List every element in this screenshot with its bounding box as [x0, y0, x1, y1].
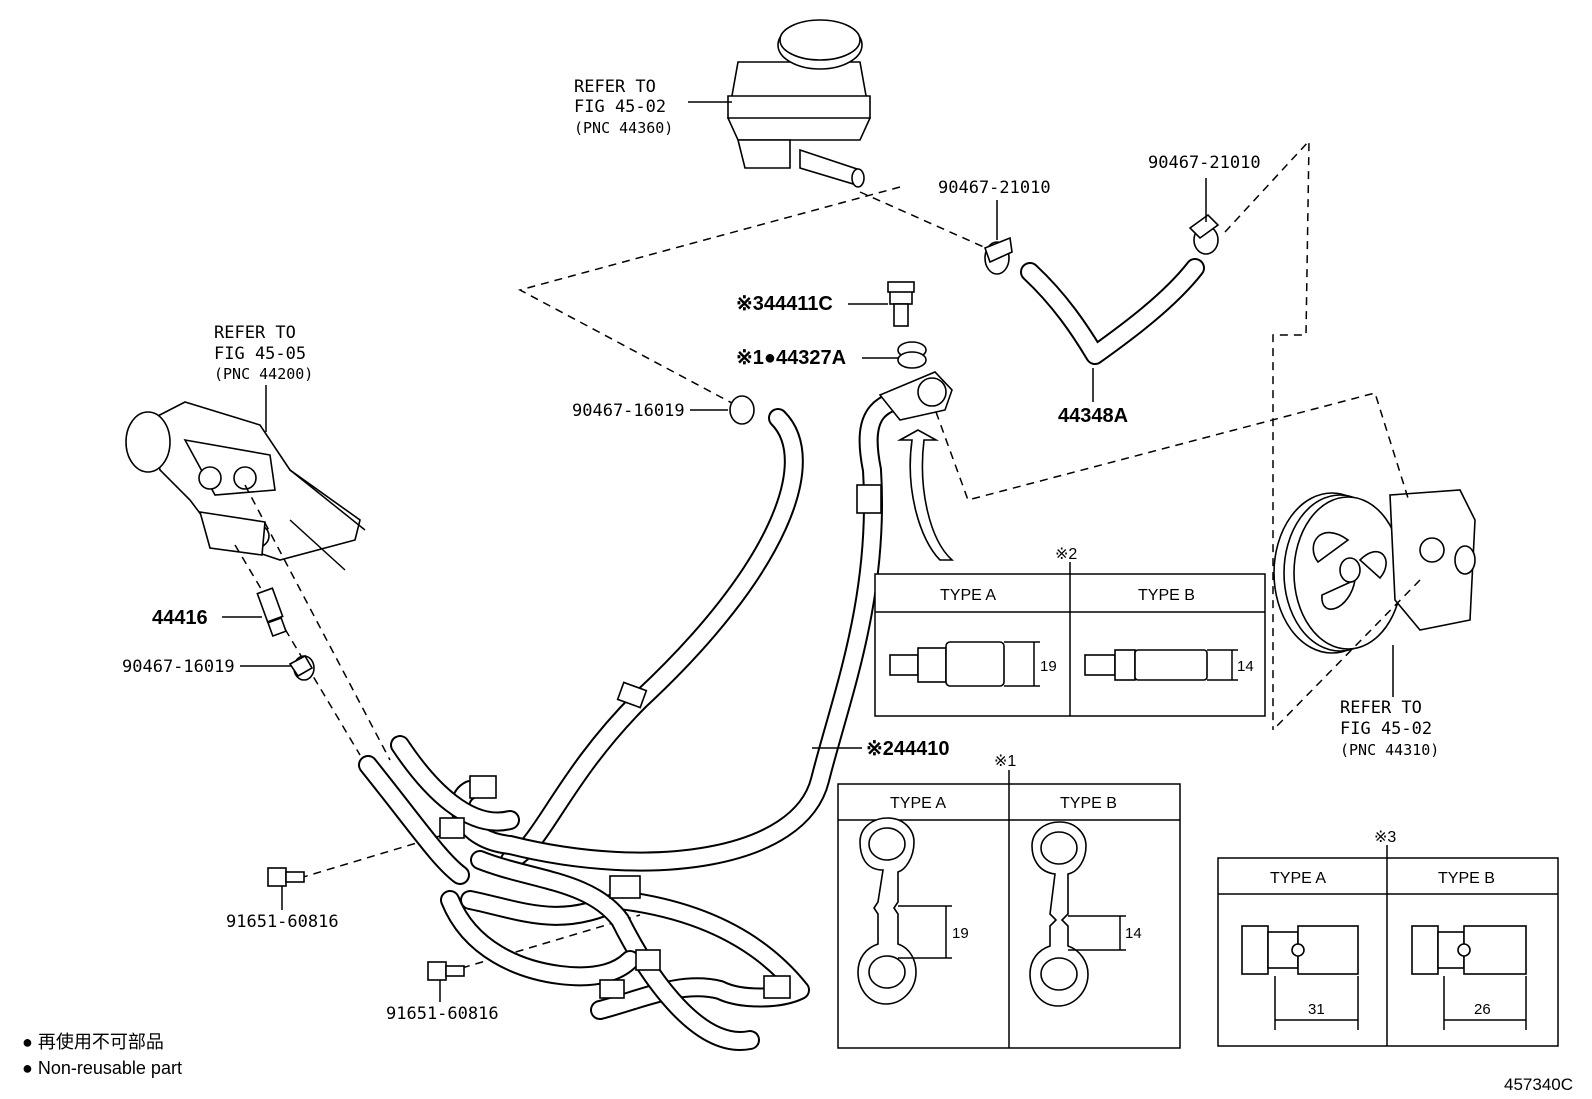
table-note3-mark: ※3 [1374, 829, 1396, 846]
gear-reference: REFER TO FIG 45-05 (PNC 44200) [214, 323, 313, 383]
label-clip-90467-21010-right: 90467-21010 [1148, 153, 1261, 173]
table-note3-type-a: TYPE A [1270, 870, 1326, 887]
table-note2-dim-b: 14 [1237, 658, 1254, 675]
leader-lines [222, 178, 1207, 1002]
label-tube-44410: ※244410 [866, 738, 950, 760]
bolt-91651-60816-upper [267, 867, 305, 887]
supply-hose-upper [500, 408, 804, 870]
label-clip-90467-16019-bottom: 90467-16019 [122, 657, 235, 677]
gasket-44327a [897, 341, 927, 369]
bolt-91651-60816-lower [427, 961, 465, 981]
table-note2-mark: ※2 [1055, 546, 1077, 563]
label-bolt-91651-60816-lower: 91651-60816 [386, 1004, 499, 1024]
reservoir-ref-line2: FIG 45-02 [574, 97, 666, 117]
clip-90467-16019-top [729, 395, 755, 425]
label-gasket-44327a: ※1●44327A [736, 347, 846, 369]
gear-ref-line2: FIG 45-05 [214, 344, 306, 364]
label-hose-44348a: 44348A [1058, 405, 1128, 427]
steering-gear [125, 401, 366, 571]
gear-ref-line3: (PNC 44200) [214, 365, 313, 383]
label-clip-90467-16019-top: 90467-16019 [572, 401, 685, 421]
reservoir-ref-line1: REFER TO [574, 77, 656, 97]
table-note3-dim-a: 31 [1308, 1001, 1325, 1018]
figure-code: 457340C [1504, 1075, 1573, 1094]
table-note1-type-a: TYPE A [890, 795, 946, 812]
assembly-lines [234, 139, 1421, 969]
pump-ref-line1: REFER TO [1340, 698, 1422, 718]
reservoir-tank [727, 19, 871, 188]
label-clip-90467-21010-left: 90467-21010 [938, 178, 1051, 198]
pressure-tube-44410 [450, 385, 935, 872]
table-note2-dim-a: 19 [1040, 658, 1057, 675]
union-44416 [256, 587, 287, 637]
reservoir-ref-line3: (PNC 44360) [574, 119, 673, 137]
clip-90467-16019-bottom [288, 654, 315, 681]
pump-ref-line2: FIG 45-02 [1340, 719, 1432, 739]
union-bolt-44411c [887, 281, 915, 327]
label-bolt-91651-60816-upper: 91651-60816 [226, 912, 339, 932]
table-note3-type-b: TYPE B [1438, 870, 1495, 887]
table-note1-mark: ※1 [994, 753, 1016, 770]
tube-lower-left [358, 735, 520, 885]
gear-ref-line1: REFER TO [214, 323, 296, 343]
direction-arrow [896, 429, 955, 561]
table-note1-type-b: TYPE B [1060, 795, 1117, 812]
power-steering-pump [1273, 489, 1476, 654]
hose-fittings [439, 484, 882, 999]
table-note3-union-bolt: ※3 TYPE A TYPE B 31 26 [1217, 829, 1559, 1047]
tube-bundle [440, 850, 810, 1051]
table-note3-dim-b: 26 [1474, 1001, 1491, 1018]
label-union-bolt-44411c: ※344411C [736, 293, 833, 315]
reservoir-reference: REFER TO FIG 45-02 (PNC 44360) [574, 77, 673, 137]
pump-reference: REFER TO FIG 45-02 (PNC 44310) [1340, 698, 1439, 759]
legend-line-jp: ● 再使用不可部品 [22, 1032, 164, 1052]
label-union-44416: 44416 [152, 607, 208, 629]
legend-line-en: ● Non-reusable part [22, 1058, 182, 1078]
table-note2-type-a: TYPE A [940, 587, 996, 604]
table-note1-dim-b: 14 [1125, 925, 1142, 942]
clip-90467-21010-left [983, 236, 1013, 275]
pump-ref-line3: (PNC 44310) [1340, 741, 1439, 759]
tube-fitting-top [878, 371, 953, 421]
table-note1-gasket: ※1 TYPE A TYPE B 19 14 [837, 753, 1181, 1049]
table-note2-tube-end: ※2 TYPE A TYPE B 19 14 [874, 546, 1266, 717]
legend: ● 再使用不可部品 ● Non-reusable part [22, 1032, 182, 1078]
clip-90467-21010-right [1188, 213, 1220, 255]
return-hose-44348a [1020, 258, 1205, 365]
table-note2-type-b: TYPE B [1138, 587, 1195, 604]
table-note1-dim-a: 19 [952, 925, 969, 942]
